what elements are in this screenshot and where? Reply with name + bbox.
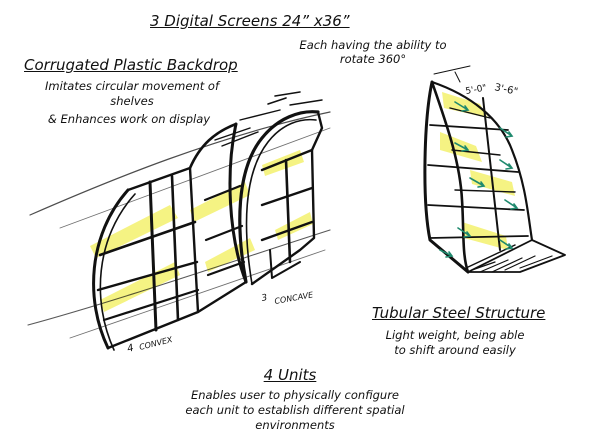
- backdrop-desc-line1: Imitates circular movement of: [45, 79, 219, 93]
- concave-label: CONCAVE: [274, 290, 315, 306]
- screens-heading: 3 Digital Screens 24” x36”: [150, 12, 350, 30]
- dimension-width: 3'-6": [493, 82, 518, 98]
- screens-desc-line2: rotate 360°: [339, 52, 407, 66]
- convex-label: CONVEX: [138, 335, 174, 352]
- units-heading: 4 Units: [263, 366, 317, 384]
- sketch-number-4: 4: [126, 343, 135, 355]
- structure-heading: Tubular Steel Structure: [372, 304, 546, 322]
- backdrop-desc-2: & Enhances work on display: [47, 112, 211, 126]
- shelf-units-sketch: [27, 91, 331, 351]
- rotation-arrows: [439, 101, 519, 258]
- sketch-number-3: 3: [261, 293, 269, 304]
- units-desc-line1: Enables user to physically configure: [190, 388, 400, 402]
- backdrop-heading: Corrugated Plastic Backdrop: [24, 56, 238, 74]
- steel-structure-sketch: [423, 65, 566, 274]
- backdrop-desc-line2: shelves: [110, 94, 154, 108]
- structure-desc-line1: Light weight, being able: [385, 328, 525, 342]
- structure-desc-line2: to shift around easily: [394, 343, 516, 357]
- backdrop-highlight: [90, 150, 313, 312]
- screens-desc-line1: Each having the ability to: [299, 38, 447, 52]
- units-desc-line2: each unit to establish different spatial: [185, 403, 405, 417]
- units-desc-line3: environments: [255, 418, 335, 432]
- dimension-depth: 5'-0": [465, 83, 488, 97]
